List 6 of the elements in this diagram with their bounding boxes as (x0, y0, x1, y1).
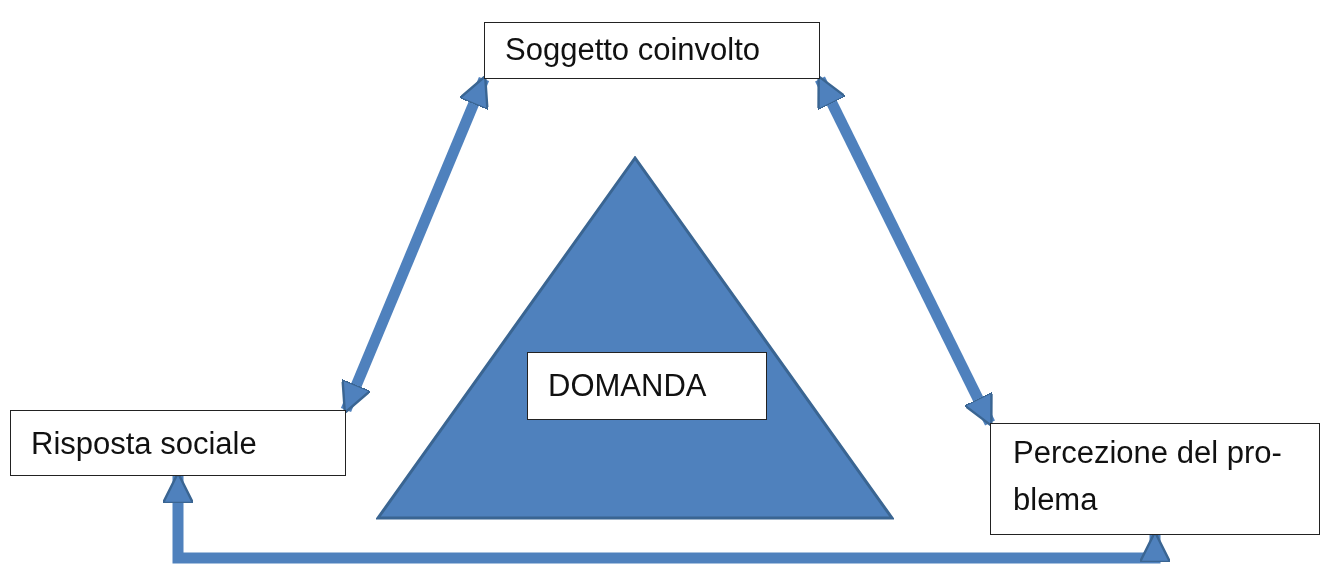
text-box: Risposta sociale (10, 410, 346, 476)
text-box: DOMANDA (527, 352, 767, 420)
text-box: Percezione del pro- blema (990, 423, 1320, 535)
double-arrow (815, 75, 995, 427)
text-box: Soggetto coinvolto (484, 22, 820, 79)
double-arrow (340, 75, 490, 414)
